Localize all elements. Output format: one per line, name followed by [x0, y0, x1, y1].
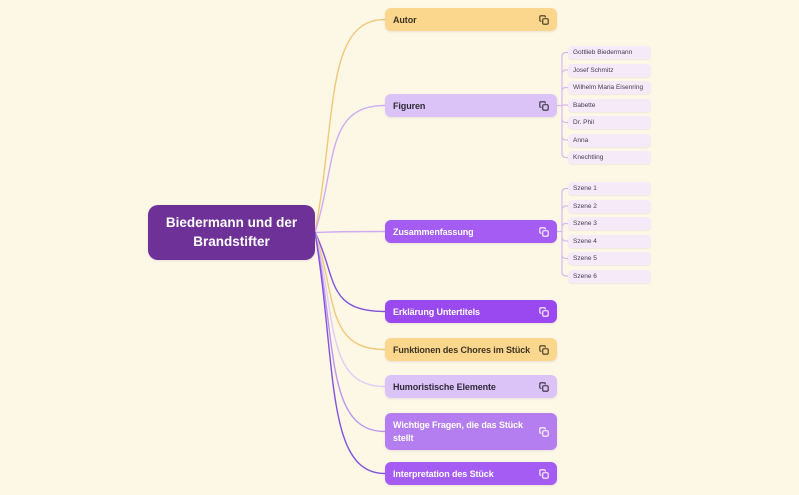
copy-icon[interactable] [538, 226, 549, 237]
copy-icon[interactable] [538, 468, 549, 479]
child-node-label: Szene 4 [573, 237, 597, 245]
child-node-label: Wilhelm Maria Eisenring [573, 84, 644, 91]
child-node[interactable]: Szene 4 [568, 234, 651, 248]
copy-icon[interactable] [538, 306, 549, 317]
child-node-label: Gottlieb Biedermann [573, 49, 633, 56]
child-node-label: Dr. Phil [573, 119, 594, 126]
branch-node-autor[interactable]: Autor [385, 8, 557, 31]
branch-node-label: Humoristische Elemente [393, 381, 496, 392]
branch-node-label: Interpretation des Stück [393, 468, 494, 479]
copy-icon[interactable] [538, 426, 549, 437]
child-node-label: Szene 6 [573, 272, 597, 280]
branch-node-label: Erklärung Untertitels [393, 306, 480, 317]
branch-node-humoristische[interactable]: Humoristische Elemente [385, 375, 557, 398]
branch-node-label: Autor [393, 14, 417, 25]
copy-icon[interactable] [538, 381, 549, 392]
child-node-label: Anna [573, 136, 589, 144]
branch-node-wichtige[interactable]: Wichtige Fragen, die das Stück stellt [385, 413, 557, 450]
copy-icon[interactable] [538, 100, 549, 111]
child-node[interactable]: Babette [568, 98, 651, 112]
branch-node-erklaerung[interactable]: Erklärung Untertitels [385, 300, 557, 323]
child-node[interactable]: Gottlieb Biedermann [568, 46, 651, 59]
child-node-label: Szene 3 [573, 220, 597, 227]
branch-node-label: Figuren [393, 100, 426, 111]
child-node[interactable]: Szene 2 [568, 199, 651, 213]
child-node[interactable]: Dr. Phil [568, 116, 651, 129]
child-node[interactable]: Anna [568, 133, 651, 147]
branch-node-figuren[interactable]: Figuren [385, 94, 557, 117]
branch-node-zusammenfassung[interactable]: Zusammenfassung [385, 220, 557, 243]
child-node[interactable]: Szene 5 [568, 252, 651, 265]
child-node-label: Szene 5 [573, 255, 597, 262]
child-node-label: Babette [573, 101, 596, 109]
root-node-label: Biedermann und der Brandstifter [165, 215, 298, 249]
branch-node-funktionen[interactable]: Funktionen des Chores im Stück [385, 338, 557, 361]
branch-node-label: Funktionen des Chores im Stück [393, 344, 531, 355]
child-node[interactable]: Knechtling [568, 151, 651, 164]
copy-icon[interactable] [538, 344, 549, 355]
child-node[interactable]: Josef Schmitz [568, 63, 651, 77]
branch-node-interpretation[interactable]: Interpretation des Stück [385, 462, 557, 485]
child-node-label: Josef Schmitz [573, 66, 614, 74]
child-node-label: Szene 1 [573, 185, 597, 192]
child-node[interactable]: Szene 3 [568, 217, 651, 230]
child-node-label: Knechtling [573, 154, 604, 161]
copy-icon[interactable] [538, 14, 549, 25]
child-node[interactable]: Szene 6 [568, 269, 651, 283]
branch-node-label: Wichtige Fragen, die das Stück stellt [393, 420, 523, 443]
branch-node-label: Zusammenfassung [393, 226, 474, 237]
child-node-label: Szene 2 [573, 202, 597, 210]
child-node[interactable]: Wilhelm Maria Eisenring [568, 81, 651, 94]
root-node[interactable]: Biedermann und der Brandstifter [148, 205, 315, 260]
child-node[interactable]: Szene 1 [568, 182, 651, 195]
